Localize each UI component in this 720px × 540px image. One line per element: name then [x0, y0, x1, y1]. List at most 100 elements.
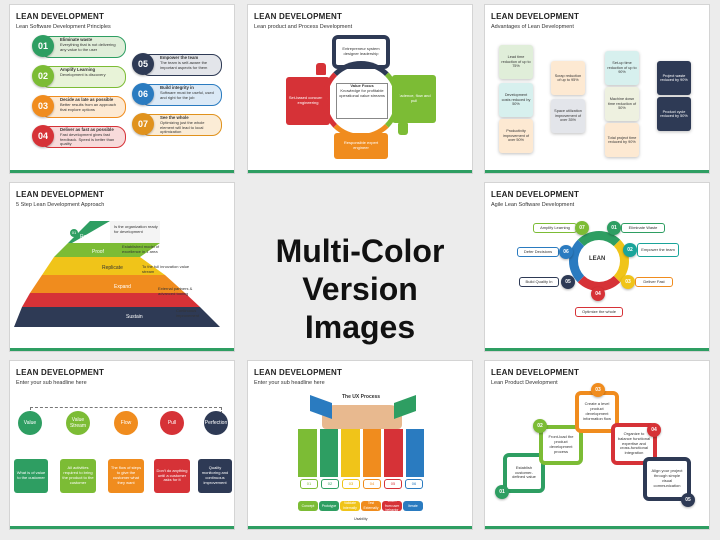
advantage-note: Machine down time reduction of 50%: [605, 87, 639, 121]
principle-number-05: 05: [132, 53, 154, 75]
step-label-03: Replicate: [102, 265, 123, 271]
flow-desc: All activities required to bring the pro…: [60, 459, 96, 493]
advantage-note: Space utilization improvement of over 35…: [551, 99, 585, 133]
lean-center-label: LEAN: [589, 256, 606, 262]
advantage-note: Product cycle reduced by 50%: [657, 97, 691, 131]
ux-step-01: 01: [300, 479, 318, 489]
advantage-note: Set-up time reduction of up to 90%: [605, 51, 639, 85]
flow-stage-perfection: Perfection: [204, 411, 228, 435]
agile-num-05: 05: [561, 275, 575, 289]
center-title-line2: Version Images: [302, 271, 418, 345]
step-desc-05: Continuous improvement: [176, 308, 200, 318]
agile-num-04: 04: [591, 287, 605, 301]
agile-num-01: 01: [607, 221, 621, 235]
slide-principles[interactable]: LEAN DEVELOPMENT Lean Software Developme…: [9, 4, 235, 174]
product-num-01: 01: [495, 485, 509, 499]
advantage-note: Lead time reduction of up to 75%: [499, 45, 533, 79]
slide-ux-process[interactable]: LEAN DEVELOPMENT Enter your sub headline…: [247, 360, 473, 530]
slide-lean-product[interactable]: LEAN DEVELOPMENT Lean Product Developmen…: [484, 360, 710, 530]
advantage-note: Scrap reduction of up to 95%: [551, 61, 585, 95]
step-label-05: Sustain: [126, 314, 143, 320]
sleeve-right: [394, 394, 416, 420]
slide-title: LEAN DEVELOPMENT: [254, 368, 343, 377]
slide-title: LEAN DEVELOPMENT: [491, 368, 580, 377]
slide-title: LEAN DEVELOPMENT: [16, 368, 105, 377]
slide-subtitle: Agile Lean Software Development: [491, 202, 575, 208]
slide-five-step[interactable]: LEAN DEVELOPMENT 5 Step Lean Development…: [9, 182, 235, 352]
flow-desc: Quality monitoring and continuous improv…: [198, 459, 232, 493]
hand-icon: [398, 123, 408, 135]
center-title-line1: Multi-Color: [275, 233, 445, 269]
flow-stage-flow: Flow: [114, 411, 138, 435]
ux-step-04: 04: [363, 479, 381, 489]
agile-num-07: 07: [575, 221, 589, 235]
ux-step-06: 06: [405, 479, 423, 489]
ux-label-06: Iterate: [403, 501, 423, 511]
principle-number-03: 03: [32, 95, 54, 117]
slide-title: LEAN DEVELOPMENT: [16, 190, 105, 199]
step-num-01: 01: [70, 229, 78, 237]
step-desc-01: Is the organization ready for developmen…: [114, 224, 158, 234]
lean-ring: [569, 231, 629, 291]
agile-num-02: 02: [623, 243, 637, 257]
ring: [322, 61, 400, 139]
handshake-icon: [322, 405, 402, 429]
step-desc-03: To the full innovation value stream: [142, 264, 190, 274]
flow-desc: What is of value to the customer: [14, 459, 48, 493]
ux-footer: Usability: [354, 517, 368, 521]
value-focus-body: Knowledge for profitable operational val…: [339, 87, 385, 98]
hand-icon: [316, 63, 326, 75]
slide-subtitle: Enter your sub headline here: [254, 380, 325, 386]
product-num-04: 04: [647, 423, 661, 437]
slide-title: LEAN DEVELOPMENT: [491, 190, 580, 199]
product-num-05: 05: [681, 493, 695, 507]
agile-item-04: Optimize the whole: [575, 307, 623, 317]
flow-stage-pull: Pull: [160, 411, 184, 435]
principle-number-04: 04: [32, 125, 54, 147]
principle-number-06: 06: [132, 83, 154, 105]
ux-stripes: [298, 429, 424, 477]
product-step-02: Front-load the product development proce…: [539, 425, 583, 465]
ux-step-02: 02: [321, 479, 339, 489]
agile-item-03: Deliver Fast: [635, 277, 673, 287]
slide-subtitle: Lean Software Development Principles: [16, 24, 111, 30]
advantage-note: Total project time reduced by 90%: [605, 123, 639, 157]
agile-item-02: Empower the team: [637, 243, 679, 257]
flow-stage-value: Value: [18, 411, 42, 435]
ux-step-05: 05: [384, 479, 402, 489]
agile-item-05: Build Quality In: [519, 277, 559, 287]
ux-label-01: Concept: [298, 501, 318, 511]
principle-number-07: 07: [132, 113, 154, 135]
flow-stage-value-stream: Value Stream: [66, 411, 90, 435]
slide-subtitle: Enter your sub headline here: [16, 380, 87, 386]
agile-item-01: Eliminate Waste: [621, 223, 665, 233]
slide-title: LEAN DEVELOPMENT: [491, 12, 580, 21]
slide-lean-flow[interactable]: LEAN DEVELOPMENT Enter your sub headline…: [9, 360, 235, 530]
flow-desc: The flow of steps to give the customer w…: [108, 459, 144, 493]
ux-label-05: Learn from user behavior: [382, 499, 402, 512]
product-step-01: Establish customer-defined value: [503, 453, 545, 493]
step-desc-04: External partners & advanced tooling: [158, 286, 193, 296]
ux-label-04: Test Externally: [361, 501, 381, 511]
ux-label-02: Prototype: [319, 501, 339, 511]
slide-subtitle: 5 Step Lean Development Approach: [16, 202, 105, 208]
slide-subtitle: Advantages of Lean Development: [491, 24, 574, 30]
value-focus-head: Value Focus: [350, 83, 374, 88]
agile-item-06: Defer Decisions: [517, 247, 559, 257]
agile-num-03: 03: [621, 275, 635, 289]
slide-agile-lean[interactable]: LEAN DEVELOPMENT Agile Lean Software Dev…: [484, 182, 710, 352]
advantage-note: Development costs reduced by 50%: [499, 83, 533, 117]
slide-advantages[interactable]: LEAN DEVELOPMENT Advantages of Lean Deve…: [484, 4, 710, 174]
slide-subtitle: Lean product and Process Development: [254, 24, 353, 30]
principle-number-01: 01: [32, 35, 54, 57]
slide-process-development[interactable]: LEAN DEVELOPMENT Lean product and Proces…: [247, 4, 473, 174]
step-desc-02: Established model of excellence in 1 are…: [122, 244, 160, 254]
ux-banner: The UX Process: [342, 394, 381, 400]
